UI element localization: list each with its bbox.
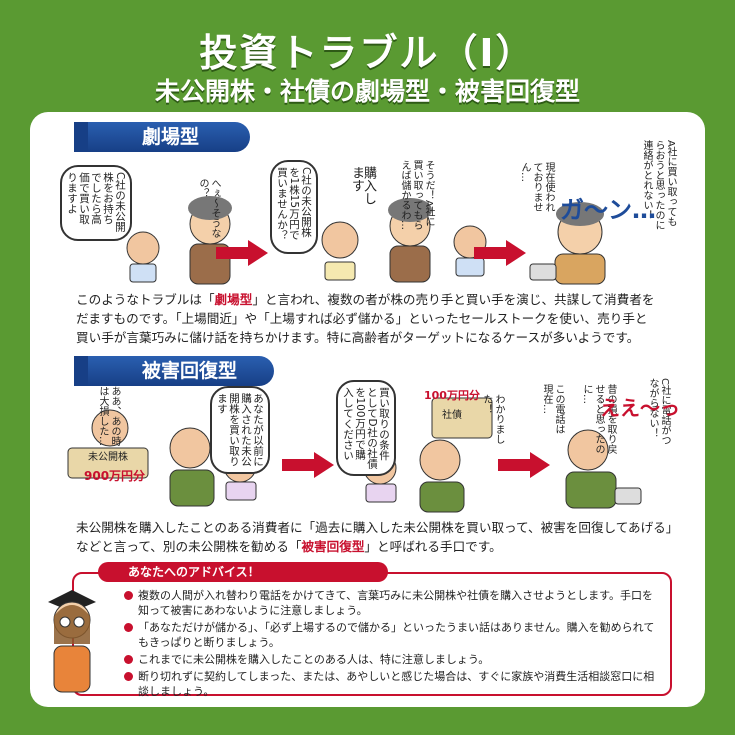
stock-certificates (67, 447, 149, 479)
old-man-figure (169, 427, 211, 469)
advice-item: 複数の人間が入れ替わり電話をかけてきて、言葉巧みに未公開株や社債を購入させようと… (124, 588, 664, 618)
advisor-figure (48, 590, 96, 693)
speech-text: ああ、あの時は大損した… (97, 386, 120, 446)
description-line: このようなトラブルは「劇場型」と言われ、複数の者が株の売り手と買い手を演じ、共謀… (76, 292, 655, 307)
company-tag-a (129, 263, 157, 283)
item-text: 未公開株 (88, 452, 128, 463)
speech-text: A社に買い取ってもらおうと思ったのに連絡がとれない！ (641, 140, 676, 230)
arrow-icon (282, 452, 334, 478)
comic-row-theater (126, 196, 606, 285)
stamp-text: 100万円分 (424, 389, 480, 402)
arrow-icon (216, 240, 268, 266)
speech-text: へぇ〜そうなの？ (197, 178, 220, 238)
speech-bubble: 買い取りの条件としてD社の社債を100万円で購入してください (336, 380, 396, 476)
arrow-icon (498, 452, 550, 478)
telephone (529, 263, 557, 281)
section-label-theater: 劇場型 (74, 122, 250, 152)
company-tag-c (225, 481, 257, 501)
shout-text: ええ〜っ (600, 396, 680, 420)
speech-text: わかりました！ (481, 394, 504, 444)
old-man-figure (419, 439, 461, 481)
speech-text: 購入します (349, 166, 376, 205)
speech-text: 昔の損を取り戻せると思ったのに… (581, 384, 616, 454)
advice-list: 複数の人間が入れ替わり電話をかけてきて、言葉巧みに未公開株や社債を購入させようと… (124, 588, 664, 701)
advice-item: 「あなただけが儲かる」、「必ず上場するので儲かる」といったうまい話はありません。… (124, 620, 664, 650)
description-line: などと言って、別の未公開株を勧める「被害回復型」と呼ばれる手口です。 (76, 539, 502, 554)
description-line: だますものです。「上場間近」や「上場すれば必ず儲かる」といったセールストークを使… (76, 311, 648, 326)
old-man-figure (91, 409, 129, 447)
section-description-recovery: 未公開株を購入したことのある消費者に「過去に購入した未公開株を買い取って、被害を… (76, 518, 678, 556)
shocked-man-figure (567, 429, 609, 471)
speech-text: C社に電話がつながらない！ (647, 378, 670, 445)
man-figure (126, 231, 160, 265)
speech-text: 現在使われておりません… (519, 162, 554, 212)
advice-item: これまでに未公開株を購入したことのある人は、特に注意しましょう。 (124, 652, 664, 667)
page-subtitle: 未公開株・社債の劇場型・被害回復型 (154, 77, 580, 106)
item-text: 社債 (442, 410, 462, 421)
description-line: 買い手が言葉巧みに儲け話を持ちかけます。特に高齢者がターゲットになるケースが多い… (76, 330, 640, 345)
section-label-recovery: 被害回復型 (74, 356, 274, 386)
company-tag-a (455, 257, 485, 277)
speech-text: そうだ！A社に買い取ってもらえば儲かるわ… (399, 160, 434, 230)
speech-bubble: C社の未公開株をお持ちでしたら高価で買い取りますよ (60, 165, 132, 241)
highlight-term: 劇場型 (214, 292, 253, 307)
company-tag-c (365, 483, 397, 503)
telephone (614, 487, 642, 505)
bond-stack (431, 397, 493, 439)
highlight-term: 被害回復型 (301, 539, 365, 554)
shout-text: ガ〜ン… (560, 196, 656, 224)
speech-bubble: C社の未公開株を1株15万円で買いませんか？ (270, 160, 318, 254)
company-tag-b (324, 261, 356, 281)
advice-item: 断り切れずに契約してしまった、または、あやしいと感じた場合は、すぐに家族や消費生… (124, 669, 664, 699)
advice-box: 複数の人間が入れ替わり電話をかけてきて、言葉巧みに未公開株や社債を購入させようと… (72, 572, 672, 698)
description-line: 未公開株を購入したことのある消費者に「過去に購入した未公開株を買い取って、被害を… (76, 520, 679, 535)
advice-title: あなたへのアドバイス！ (98, 562, 388, 582)
arrow-icon (474, 240, 526, 266)
speech-text: この電話は現在… (541, 384, 564, 434)
section-description-theater: このようなトラブルは「劇場型」と言われ、複数の者が株の売り手と買い手を演じ、共謀… (76, 290, 654, 347)
speech-bubble: あなたが以前に購入された未公開株を買い取ります (210, 386, 270, 474)
stamp-text: 900万円分 (84, 469, 146, 483)
salesman-figure (321, 221, 359, 259)
page-title: 投資トラブル（Ⅰ） (199, 31, 536, 75)
